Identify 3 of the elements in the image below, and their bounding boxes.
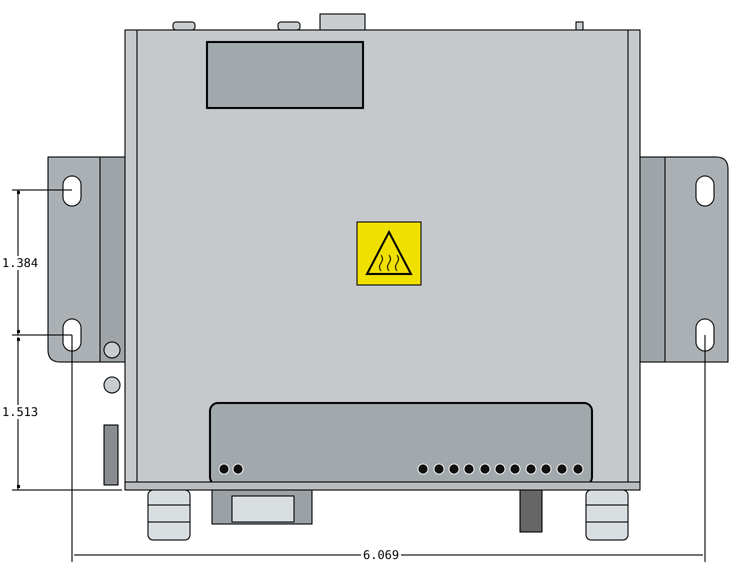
dimension-value: 1.384 <box>0 256 40 270</box>
dimension-value: 6.069 <box>361 548 402 562</box>
dimension-value: 1.513 <box>0 405 40 419</box>
